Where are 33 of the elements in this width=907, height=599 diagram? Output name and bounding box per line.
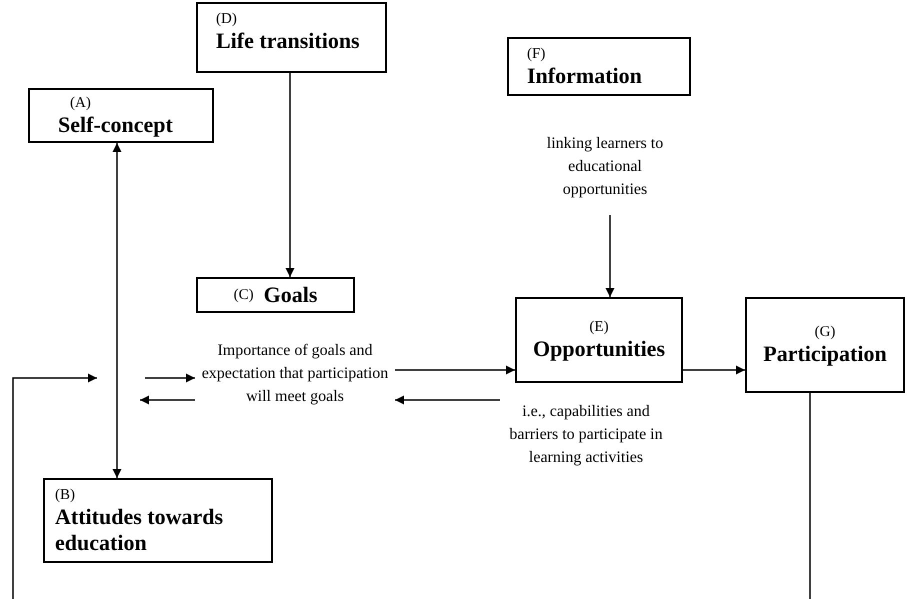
node-letter: (A) [70,94,91,112]
arrow [140,396,195,404]
description-text: i.e., capabilities and barriers to participate in learning activities [500,386,672,482]
concept-box [196,2,387,73]
arrow [145,374,195,382]
node-letter: (G) [814,323,836,341]
arrow [606,215,614,297]
node-letter: (E) [589,318,609,336]
node-title: Self-concept [58,112,173,138]
node-title: Information [527,63,642,89]
arrow [683,366,745,374]
node-title: Opportunities [532,336,666,362]
concept-box [507,37,691,96]
node-letter: (C) [234,286,254,304]
concept-box [28,88,214,143]
arrow [112,143,122,478]
node-title: Life transitions [216,28,360,54]
arrow [395,396,500,404]
concept-box [43,478,273,563]
node-letter: (D) [216,10,237,28]
concept-box [515,297,683,383]
node-letter: (B) [55,486,75,504]
concept-box [196,277,355,313]
node-title: Goals [264,282,318,308]
description-text: linking learners to educational opportunities [530,118,680,215]
node-letter: (F) [527,45,546,63]
arrow [12,374,811,599]
arrow [395,366,515,374]
node-title: Participation [763,341,887,367]
arrow [286,73,294,277]
description-text: Importance of goals and expectation that participation will meet goals [195,320,395,426]
concept-box [745,297,905,393]
node-title: Attitudes towards education [55,504,224,556]
